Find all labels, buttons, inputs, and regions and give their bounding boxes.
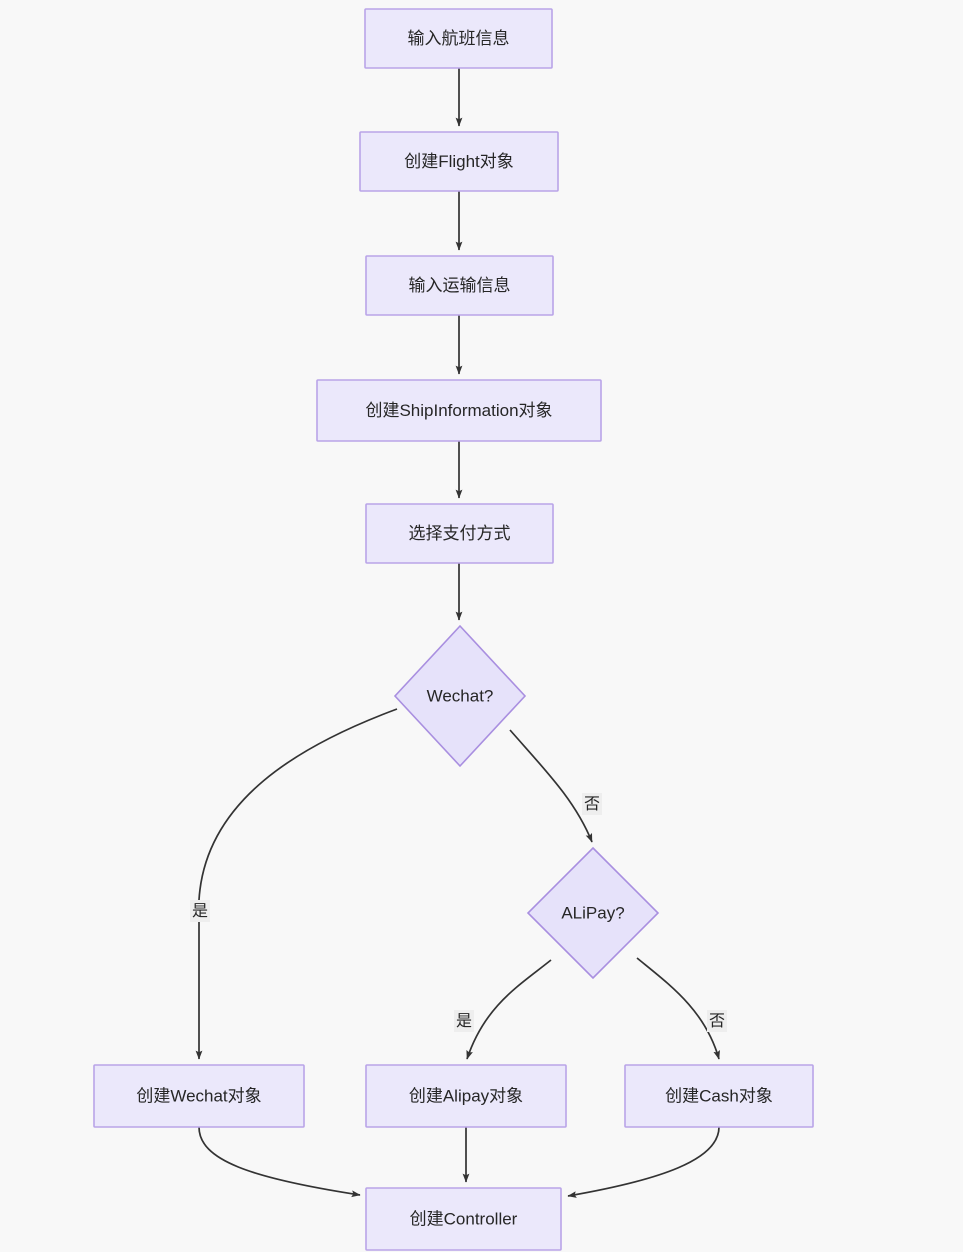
- edge-n8-to-n11: [198, 1126, 361, 1198]
- node-shape-rect: [364, 8, 553, 69]
- node-alipay[interactable]: ALiPay?: [526, 846, 660, 980]
- node-alipay[interactable]: 创建Alipay对象: [365, 1064, 567, 1128]
- node-shape-rect: [365, 503, 554, 564]
- node-node[interactable]: 输入航班信息: [364, 8, 553, 69]
- node-shape-rect: [365, 1187, 562, 1251]
- edge-label-background: [582, 793, 602, 815]
- node-wechat[interactable]: Wechat?: [393, 624, 527, 768]
- edge-labels-layer: 是否是否: [190, 793, 727, 1032]
- node-label: 创建Controller: [410, 1209, 518, 1228]
- node-label: 输入航班信息: [408, 29, 510, 48]
- node-shape-diamond: [526, 846, 660, 980]
- edge-label-background: [190, 900, 210, 922]
- node-label: 创建ShipInformation对象: [365, 401, 552, 420]
- edge-n7-to-n10: [636, 957, 720, 1060]
- node-wechat[interactable]: 创建Wechat对象: [93, 1064, 305, 1128]
- edge-label-text: 是: [192, 903, 208, 920]
- node-label: 选择支付方式: [409, 524, 511, 543]
- nodes-layer: 输入航班信息创建Flight对象输入运输信息创建ShipInformation对…: [93, 8, 814, 1251]
- node-shape-diamond: [393, 624, 527, 768]
- edge-n6-to-n7: [509, 729, 593, 843]
- node-label: ALiPay?: [561, 903, 624, 922]
- edge-label-n7-to-n10: 否: [707, 1010, 727, 1032]
- node-flight[interactable]: 创建Flight对象: [359, 131, 559, 192]
- edge-n7-to-n9: [466, 959, 552, 1060]
- edge-label-n7-to-n9: 是: [454, 1010, 474, 1032]
- node-cash[interactable]: 创建Cash对象: [624, 1064, 814, 1128]
- edge-label-n6-to-n7: 否: [582, 793, 602, 815]
- edge-n10-to-n11: [567, 1126, 720, 1198]
- node-label: 创建Flight对象: [404, 152, 514, 171]
- edge-label-background: [454, 1010, 474, 1032]
- edges-layer: [195, 68, 720, 1198]
- edge-label-background: [707, 1010, 727, 1032]
- node-node[interactable]: 输入运输信息: [365, 255, 554, 316]
- node-shape-rect: [624, 1064, 814, 1128]
- edge-label-text: 否: [709, 1013, 725, 1030]
- node-shape-rect: [93, 1064, 305, 1128]
- edge-label-text: 是: [456, 1013, 472, 1030]
- edge-label-text: 否: [584, 796, 600, 813]
- node-label: 输入运输信息: [409, 276, 511, 295]
- edge-label-n6-to-n8: 是: [190, 900, 210, 922]
- node-label: Wechat?: [427, 686, 494, 705]
- node-shipinformation[interactable]: 创建ShipInformation对象: [316, 379, 602, 442]
- node-label: 创建Wechat对象: [136, 1086, 261, 1105]
- node-shape-rect: [365, 255, 554, 316]
- node-shape-rect: [359, 131, 559, 192]
- node-label: 创建Cash对象: [665, 1086, 773, 1105]
- edge-n6-to-n8: [195, 708, 398, 1060]
- node-label: 创建Alipay对象: [409, 1086, 523, 1105]
- node-shape-rect: [316, 379, 602, 442]
- node-node[interactable]: 选择支付方式: [365, 503, 554, 564]
- node-shape-rect: [365, 1064, 567, 1128]
- node-controller[interactable]: 创建Controller: [365, 1187, 562, 1251]
